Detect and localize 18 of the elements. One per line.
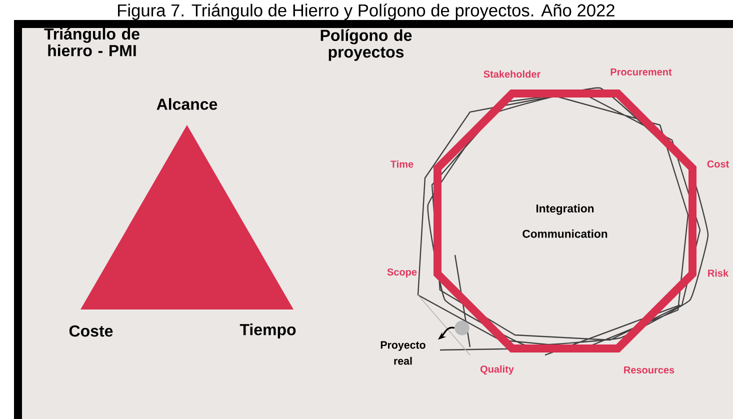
side-label: Quality <box>480 365 514 375</box>
heading: Polígono de proyectos <box>320 29 412 61</box>
vertex-label: Alcance <box>156 98 218 110</box>
heading: Triángulo de hierro - PMI <box>44 28 140 56</box>
caption: Figura 7. Triángulo de Hierro y Polígono de proyectos. Año 2022 <box>118 4 614 20</box>
vertex-label: Coste <box>69 325 113 337</box>
side-label: Time <box>390 160 414 168</box>
side-label: Stakeholder <box>484 70 540 78</box>
triangle <box>80 125 294 310</box>
side-label: Procurement <box>610 68 672 76</box>
side-label: Cost <box>707 160 729 168</box>
side-label: Resources <box>624 366 674 374</box>
annotation-text: Proyecto real <box>380 341 426 365</box>
side-label: Risk <box>708 269 729 277</box>
octagon: Integration Communication <box>434 90 696 352</box>
vertex-label: Tiempo <box>240 324 296 338</box>
side-label: Scope <box>387 268 417 278</box>
dot <box>454 320 470 336</box>
